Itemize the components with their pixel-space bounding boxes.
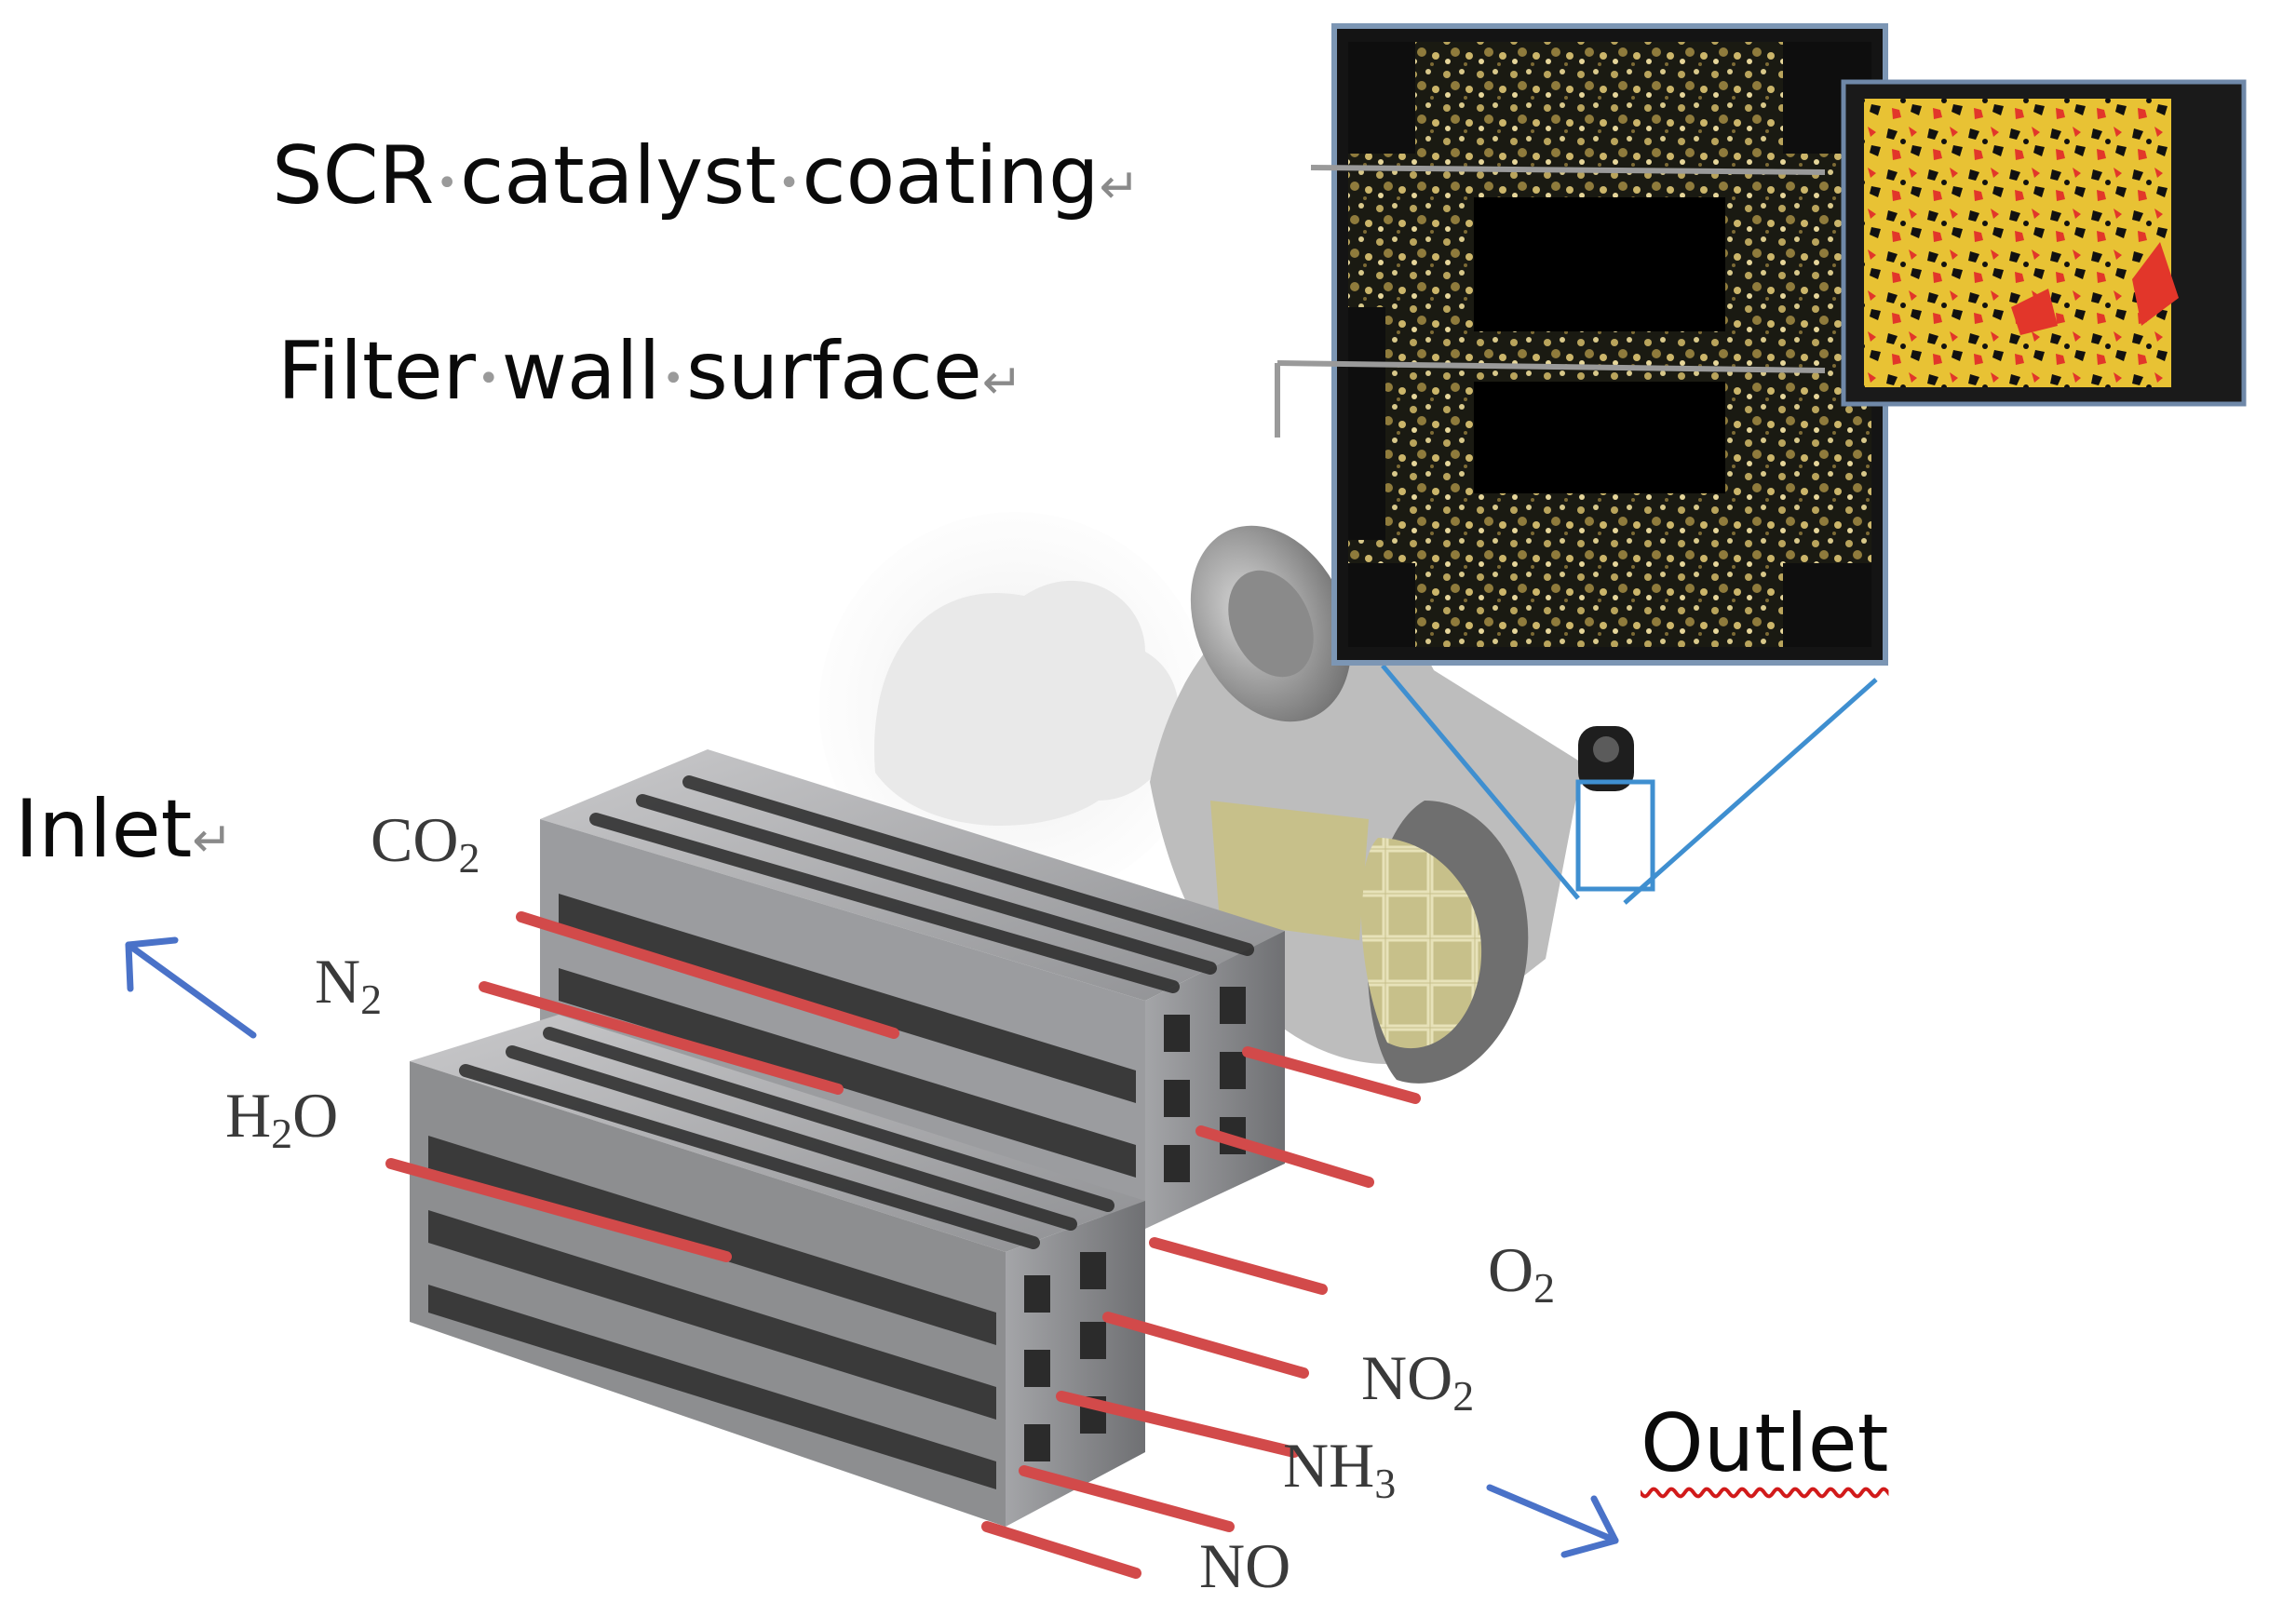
micrograph-inset — [1331, 23, 1888, 666]
species-no2: NO2 — [1361, 1342, 1475, 1420]
inlet-label: Inlet↵ — [15, 789, 233, 869]
smoke-backdrop — [819, 512, 1210, 903]
filter-wall-word-1: Filter — [277, 325, 476, 418]
outlet-label: Outlet — [1641, 1404, 1888, 1484]
inlet-arrow — [125, 936, 257, 1039]
scr-coating-word-2: catalyst — [460, 129, 777, 222]
species-n2: N2 — [315, 946, 383, 1023]
flow-streams — [385, 911, 1421, 1579]
filter-wall-label: Filter•wall•surface↵ — [277, 331, 1022, 411]
space-mark: • — [777, 162, 801, 205]
outlet-arrow — [1486, 1484, 1619, 1558]
monolith-substrate — [410, 749, 1285, 1527]
paragraph-mark: ↵ — [1099, 159, 1141, 215]
space-mark: • — [662, 357, 684, 400]
filter-wall-word-2: wall — [501, 325, 661, 418]
outlet-text: Outlet — [1641, 1397, 1889, 1490]
paragraph-mark: ↵ — [192, 813, 233, 869]
coating-color-inset — [1841, 79, 2247, 407]
species-h2o: H2O — [225, 1080, 339, 1157]
zoom-callout-lines — [1381, 664, 1878, 905]
space-mark: • — [477, 357, 500, 400]
inlet-text: Inlet — [15, 783, 193, 876]
scr-coating-word-3: coating — [802, 129, 1100, 222]
label-leaders — [1275, 165, 1826, 438]
species-nh3: NH3 — [1283, 1430, 1397, 1507]
filter-wall-word-3: surface — [686, 325, 982, 418]
space-mark: • — [436, 162, 458, 205]
scr-coating-label: SCR•catalyst•coating↵ — [272, 136, 1140, 216]
species-no: NO — [1199, 1530, 1291, 1601]
species-o2: O2 — [1488, 1234, 1556, 1312]
paragraph-mark: ↵ — [981, 355, 1023, 411]
species-co2: CO2 — [371, 804, 480, 882]
scr-coating-word-1: SCR — [272, 129, 435, 222]
